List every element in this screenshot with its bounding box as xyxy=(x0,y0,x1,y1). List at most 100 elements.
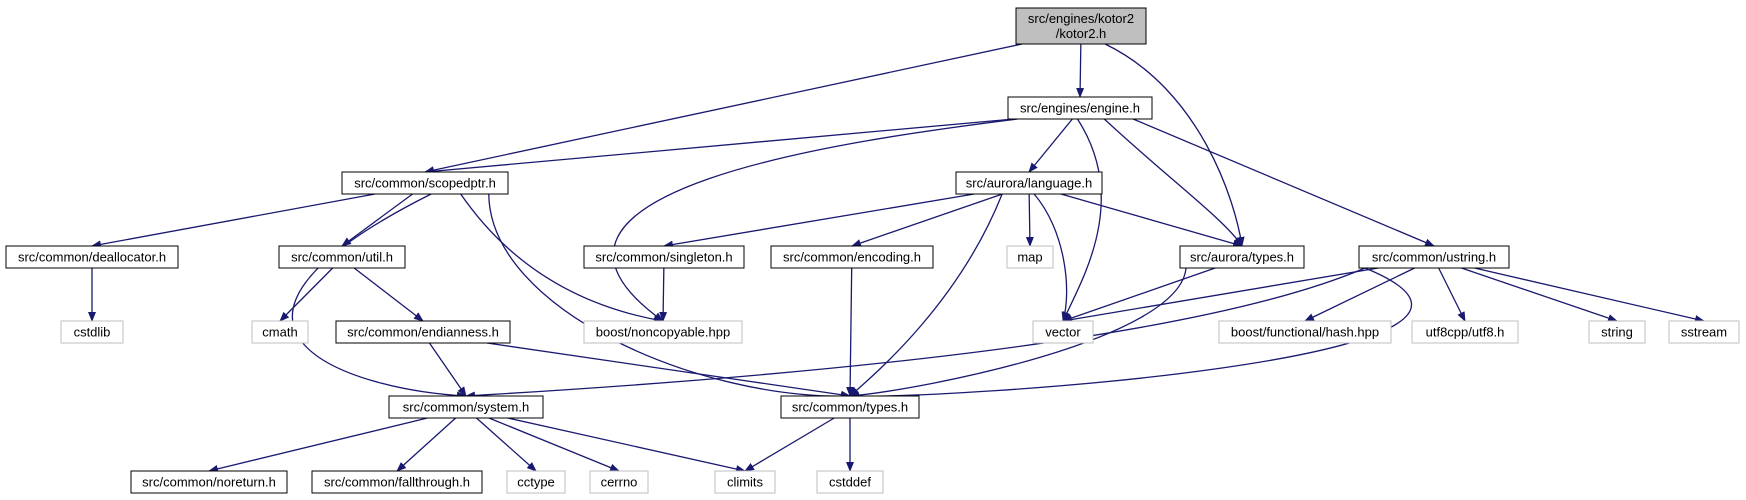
edge-ustring-to-hash xyxy=(1304,267,1415,322)
node-box-util xyxy=(278,245,406,269)
node-cmath: cmath xyxy=(251,320,309,344)
node-vector: vector xyxy=(1032,320,1094,344)
edge-endianness-to-system xyxy=(428,342,467,397)
node-cctype: cctype xyxy=(506,470,566,494)
node-box-utf8 xyxy=(1411,320,1519,344)
node-util[interactable]: src/common/util.h xyxy=(278,245,406,269)
edge-system-to-fallthrough xyxy=(396,417,457,472)
node-label-deallocator: src/common/deallocator.h xyxy=(18,250,166,265)
edge-ustring-to-vector xyxy=(1062,267,1379,324)
edge-ustring-to-utf8 xyxy=(1438,267,1466,322)
node-box-kotor2 xyxy=(1015,7,1147,45)
node-label-ustring: src/common/ustring.h xyxy=(1372,250,1496,265)
edge-language-to-encoding xyxy=(851,193,1003,247)
edge-system-to-noreturn xyxy=(208,417,428,473)
edge-auroratypes-to-commontypes xyxy=(849,267,1187,400)
nodes-layer: src/engines/kotor2/kotor2.h src/engines/e… xyxy=(5,7,1740,494)
edge-scopedptr-to-system xyxy=(291,193,467,400)
edge-ustring-to-string xyxy=(1461,267,1618,322)
node-label-system: src/common/system.h xyxy=(403,400,529,415)
edge-singleton-to-noncopyable xyxy=(659,267,668,322)
node-box-map xyxy=(1006,245,1054,269)
edge-scopedptr-to-deallocator xyxy=(91,193,376,249)
node-label-cerrno: cerrno xyxy=(601,475,638,490)
edge-engine-to-vector xyxy=(1062,118,1102,322)
node-deallocator[interactable]: src/common/deallocator.h xyxy=(5,245,179,269)
node-label-cstddef: cstddef xyxy=(829,475,871,490)
node-box-hash xyxy=(1218,320,1392,344)
node-string: string xyxy=(1588,320,1646,344)
node-auroratypes[interactable]: src/aurora/types.h xyxy=(1179,245,1305,269)
node-box-auroratypes xyxy=(1179,245,1305,269)
node-scopedptr[interactable]: src/common/scopedptr.h xyxy=(341,171,509,195)
node-box-language xyxy=(955,171,1103,195)
node-box-deallocator xyxy=(5,245,179,269)
node-commontypes[interactable]: src/common/types.h xyxy=(780,395,920,419)
node-climits: climits xyxy=(714,470,776,494)
node-label-hash: boost/functional/hash.hpp xyxy=(1231,325,1379,340)
node-noreturn[interactable]: src/common/noreturn.h xyxy=(130,470,288,494)
edge-engine-to-scopedptr xyxy=(424,118,1015,176)
edge-util-to-endianness xyxy=(353,267,424,322)
node-sstream: sstream xyxy=(1668,320,1740,344)
node-engine[interactable]: src/engines/engine.h xyxy=(1007,96,1153,120)
node-label-engine: src/engines/engine.h xyxy=(1020,101,1140,116)
edge-language-to-map xyxy=(1025,193,1034,247)
edge-engine-to-noncopyable xyxy=(612,118,1018,322)
node-box-noreturn xyxy=(130,470,288,494)
node-box-cstdlib xyxy=(60,320,124,344)
node-box-cerrno xyxy=(589,470,649,494)
node-box-string xyxy=(1588,320,1646,344)
node-ustring[interactable]: src/common/ustring.h xyxy=(1358,245,1510,269)
node-label-util: src/common/util.h xyxy=(291,250,393,265)
edge-util-to-cmath xyxy=(279,267,334,322)
node-label-singleton: src/common/singleton.h xyxy=(595,250,732,265)
node-label-language: src/aurora/language.h xyxy=(966,176,1092,191)
node-label-kotor2-line-2: /kotor2.h xyxy=(1056,26,1107,41)
node-encoding[interactable]: src/common/encoding.h xyxy=(770,245,934,269)
edge-scopedptr-to-util xyxy=(341,193,413,247)
node-box-system xyxy=(388,395,544,419)
edge-language-to-vector xyxy=(1033,193,1070,322)
node-cstddef: cstddef xyxy=(816,470,884,494)
node-box-commontypes xyxy=(780,395,920,419)
node-box-vector xyxy=(1032,320,1094,344)
edge-encoding-to-commontypes xyxy=(846,267,855,397)
node-label-fallthrough: src/common/fallthrough.h xyxy=(324,475,470,490)
node-box-cctype xyxy=(506,470,566,494)
node-map: map xyxy=(1006,245,1054,269)
edge-ustring-to-system xyxy=(465,267,1366,400)
edge-kotor2-to-engine xyxy=(1076,43,1085,98)
node-singleton[interactable]: src/common/singleton.h xyxy=(583,245,745,269)
node-box-encoding xyxy=(770,245,934,269)
node-kotor2[interactable]: src/engines/kotor2/kotor2.h xyxy=(1015,7,1147,45)
node-box-endianness xyxy=(335,320,511,344)
node-fallthrough[interactable]: src/common/fallthrough.h xyxy=(311,470,483,494)
edge-scopedptr-to-noncopyable xyxy=(460,193,664,324)
node-box-cmath xyxy=(251,320,309,344)
edge-language-to-auroratypes xyxy=(1060,193,1243,248)
edge-kotor2-to-scopedptr xyxy=(424,43,1023,175)
node-language[interactable]: src/aurora/language.h xyxy=(955,171,1103,195)
node-endianness[interactable]: src/common/endianness.h xyxy=(335,320,511,344)
node-label-commontypes: src/common/types.h xyxy=(792,400,908,415)
node-label-kotor2-line-1: src/engines/kotor2 xyxy=(1028,11,1134,26)
node-box-noncopyable xyxy=(583,320,743,344)
edge-system-to-climits xyxy=(507,417,746,473)
edge-engine-to-ustring xyxy=(1132,118,1435,247)
node-label-encoding: src/common/encoding.h xyxy=(783,250,921,265)
node-box-climits xyxy=(714,470,776,494)
node-label-noncopyable: boost/noncopyable.hpp xyxy=(596,325,730,340)
node-label-scopedptr: src/common/scopedptr.h xyxy=(354,176,496,191)
edge-system-to-cctype xyxy=(476,417,537,472)
node-label-cctype: cctype xyxy=(517,475,555,490)
edge-ustring-to-commontypes xyxy=(849,267,1412,401)
node-cstdlib: cstdlib xyxy=(60,320,124,344)
edge-engine-to-language xyxy=(1028,118,1073,173)
edge-kotor2-to-auroratypes xyxy=(1104,43,1245,247)
node-hash: boost/functional/hash.hpp xyxy=(1218,320,1392,344)
node-system[interactable]: src/common/system.h xyxy=(388,395,544,419)
node-label-climits: climits xyxy=(727,475,764,490)
node-noncopyable: boost/noncopyable.hpp xyxy=(583,320,743,344)
